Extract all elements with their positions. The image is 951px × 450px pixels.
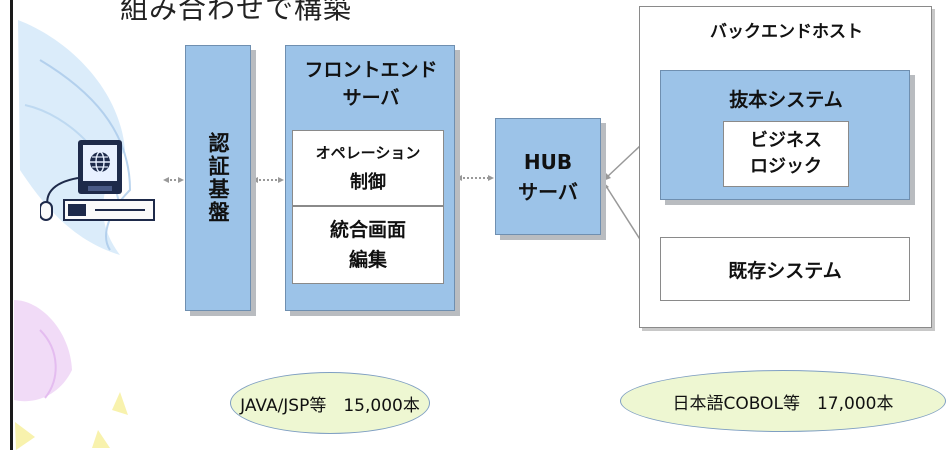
legacy-system-label: 既存システム xyxy=(728,259,842,282)
business-logic-box: ビジネス ロジック xyxy=(723,121,849,187)
globe-icon xyxy=(90,151,110,173)
frontend-server-box: フロントエンド サーバ オペレーション 制御 統合画面 編集 xyxy=(285,45,455,311)
frontend-count-note: JAVA/JSP等 15,000本 xyxy=(230,372,430,434)
frontend-server-label: フロントエンド サーバ xyxy=(304,59,438,109)
auth-base-label: 認証基盤 xyxy=(206,132,230,224)
backend-count-note: 日本語COBOL等 17,000本 xyxy=(620,370,946,432)
legacy-system-box: 既存システム xyxy=(660,237,910,301)
hub-server-box: HUB サーバ xyxy=(495,118,601,235)
left-border-line xyxy=(10,0,13,450)
operation-control-box: オペレーション 制御 xyxy=(292,130,444,206)
integrated-screen-box: 統合画面 編集 xyxy=(292,206,444,284)
hub-server-label: HUB xyxy=(523,149,573,174)
diagram-title: 組み合わせで構築 xyxy=(120,0,353,25)
auth-base-box: 認証基盤 xyxy=(185,45,251,311)
backend-host-label: バックエンドホスト xyxy=(710,22,863,42)
computer-terminal-icon xyxy=(39,138,164,224)
new-system-label: 抜本システム xyxy=(729,89,843,111)
new-system-box: 抜本システム ビジネス ロジック xyxy=(660,70,910,200)
